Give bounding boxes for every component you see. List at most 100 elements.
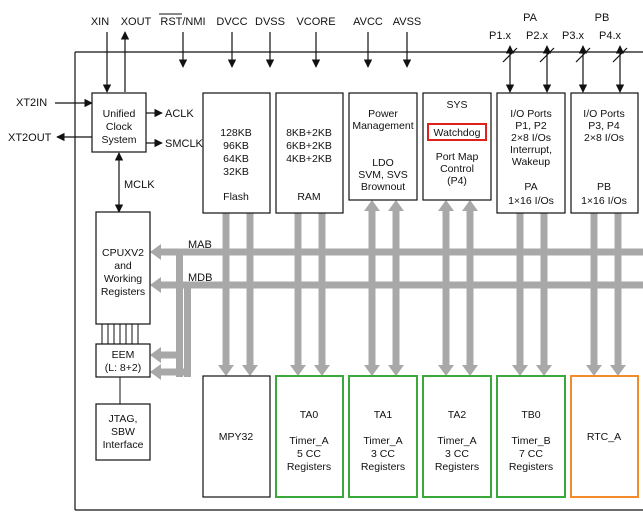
svg-text:64KB: 64KB [223,153,249,165]
portb-bus-link-1 [610,200,626,376]
pin-dvcc: DVCC [216,16,247,28]
svg-text:Registers: Registers [287,461,331,473]
svg-text:Working: Working [104,273,142,285]
io-ports-pa-block [496,92,566,214]
svg-text:8KB+2KB: 8KB+2KB [286,127,332,139]
portb-bus-link-0 [586,200,602,376]
svg-text:2×8 I/Os: 2×8 I/Os [511,132,551,144]
svg-text:SVM, SVS: SVM, SVS [358,169,408,181]
svg-text:Timer_A: Timer_A [289,435,328,447]
ta2-block [422,375,492,498]
io-ports-pb-text: I/O Ports P3, P4 2×8 I/Os PB 1×16 I/Os [581,108,627,207]
smclk-label: SMCLK [165,138,204,150]
svg-text:(L: 8+2): (L: 8+2) [105,362,141,374]
rtc-block [570,375,639,498]
svg-text:Port Map: Port Map [436,151,479,163]
pin-p4: P4.x [599,30,622,42]
svg-text:RAM: RAM [297,191,320,203]
svg-text:Wakeup: Wakeup [512,156,550,168]
svg-text:4KB+2KB: 4KB+2KB [286,153,332,165]
svg-text:6KB+2KB: 6KB+2KB [286,140,332,152]
eem-link-b [150,364,188,380]
eem-bus-riser-b [184,285,191,377]
pin-xout: XOUT [121,16,152,28]
svg-text:1×16 I/Os: 1×16 I/Os [581,195,627,207]
svg-text:PA: PA [524,181,537,193]
svg-text:96KB: 96KB [223,140,249,152]
pin-avcc: AVCC [353,16,383,28]
clock-system-block [91,92,147,153]
svg-text:Registers: Registers [361,461,405,473]
svg-text:(P4): (P4) [447,175,467,187]
svg-text:Registers: Registers [509,461,553,473]
flash-block [202,92,271,214]
rtc-label: RTC_A [587,431,621,443]
svg-text:TB0: TB0 [521,409,540,421]
power-bus-link-0 [364,200,380,376]
io-ports-pb-block [570,92,639,214]
eem-link-a [150,347,180,363]
svg-text:I/O Ports: I/O Ports [583,108,624,120]
power-management-block [348,92,418,201]
pin-xt2out: XT2OUT [8,132,52,144]
mab-label: MAB [188,239,212,251]
sys-bus-link-0 [438,200,454,376]
svg-text:Flash: Flash [223,191,249,203]
svg-text:Unified: Unified [103,108,136,120]
pin-xin: XIN [91,16,109,28]
jtag-block [95,403,151,461]
aclk-label: ACLK [165,108,194,120]
ram-bus-link-1 [314,200,330,376]
cpu-text: CPUXV2 and Working Registers [101,247,145,298]
ta2-text: TA2 Timer_A 3 CC Registers [435,409,479,473]
pin-p3: P3.x [562,30,585,42]
pin-labels: XIN XOUT RST/NMI DVCC DVSS VCORE AVCC AV… [8,12,622,144]
sys-block [422,92,492,201]
svg-text:P1, P2: P1, P2 [515,120,547,132]
svg-text:3 CC: 3 CC [445,448,469,460]
ta1-block [348,375,418,498]
jtag-text: JTAG, SBW Interface [103,413,144,451]
ta1-text: TA1 Timer_A 3 CC Registers [361,409,405,473]
svg-text:P3, P4: P3, P4 [588,120,620,132]
power-management-text: Power Management LDO SVM, SVS Brownout [352,108,413,193]
pb-header: PB [595,12,610,24]
svg-text:System: System [101,134,136,146]
svg-text:I/O Ports: I/O Ports [510,108,551,120]
pin-p2: P2.x [526,30,549,42]
svg-text:TA0: TA0 [300,409,319,421]
mpy32-label: MPY32 [219,431,254,443]
tb0-block [496,375,566,498]
pin-arrows [55,31,628,213]
cpu-eem-lines [101,324,139,344]
pin-p1: P1.x [489,30,512,42]
tb0-text: TB0 Timer_B 7 CC Registers [509,409,553,473]
clock-system-text: Unified Clock System [101,108,136,146]
flash-bus-link-1 [242,200,258,376]
svg-text:EEM: EEM [112,349,135,361]
pin-avss: AVSS [393,16,422,28]
svg-text:Brownout: Brownout [361,181,405,193]
svg-text:Power: Power [368,108,398,120]
mdb-label: MDB [188,272,212,284]
mclk-label: MCLK [124,179,155,191]
flash-text: 128KB 96KB 64KB 32KB Flash [220,127,252,203]
watchdog-highlight [427,123,487,141]
svg-text:Control: Control [440,163,474,175]
svg-text:1×16 I/Os: 1×16 I/Os [508,195,554,207]
pin-vcore: VCORE [296,16,335,28]
svg-text:CPUXV2: CPUXV2 [102,247,144,259]
pin-rst-nmi: RST/NMI [160,16,205,28]
svg-text:3 CC: 3 CC [371,448,395,460]
svg-text:Timer_A: Timer_A [437,435,476,447]
svg-text:JTAG,: JTAG, [109,413,138,425]
svg-text:TA1: TA1 [374,409,393,421]
bus-arrows [150,200,643,380]
mpy32-block [202,375,271,498]
svg-text:and: and [114,260,132,272]
svg-text:SYS: SYS [446,99,467,111]
svg-text:Management: Management [352,120,413,132]
svg-text:LDO: LDO [372,157,394,169]
svg-text:PB: PB [597,181,611,193]
